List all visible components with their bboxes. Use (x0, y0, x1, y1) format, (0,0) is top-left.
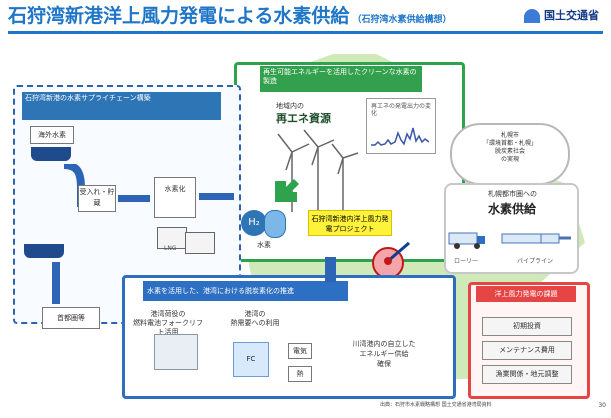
delivery-vehicles-icon (448, 232, 571, 249)
org-logo: 国土交通省 (524, 7, 599, 25)
local-energy-label: 川湾港内の自立した エネルギー供給 確保 (352, 340, 416, 368)
offshore-issues-title: 洋上風力発電の課題 (476, 286, 576, 302)
port-decarbonization-title: 水素を活用した、港湾における脱炭素化の推進 (143, 281, 348, 301)
sapporo-goal-cloud (450, 123, 570, 185)
storage-box: 受入れ・貯蔵 (78, 185, 116, 212)
fuel-cell-label: FC (246, 355, 256, 363)
hydrogen-tank-icon (264, 210, 286, 238)
hydrogen-supply-card (444, 183, 579, 274)
local-resource-title: 再エネ資源 (276, 112, 331, 125)
page-number: 30 (598, 402, 606, 409)
electricity-box: 電気 (288, 343, 312, 359)
local-resource-label: 地域内の (276, 102, 304, 110)
hydrogen-label: 水素 (257, 241, 271, 249)
fc-use-label: 港湾荷役の 燃料電池フォークリフト活用 (133, 310, 203, 336)
source-footer: 出典：石狩市水素戦略構想 国土交通省港湾局資料 (380, 402, 492, 408)
sapporo-goal-text: 札幌市 「環境首都・札幌」 脱炭素社会 の実現 (482, 132, 537, 163)
pipeline-label: パイプライン (517, 258, 554, 265)
down-left-arrow-icon (275, 179, 299, 202)
power-output-chart-line (371, 127, 429, 146)
supply-chain-title: 石狩湾新港の水素サプライチェーン構築 (22, 92, 221, 120)
hydrogen-icon: H₂ (241, 210, 267, 236)
title-text: 石狩湾新港洋上風力発電による水素供給 (8, 5, 350, 27)
fuel-cell-icon: FC (233, 342, 269, 377)
demand-box: 首都圏等 (42, 307, 100, 329)
supply-small-label: 札幌都市圏への (488, 190, 537, 198)
hydrogen-generation-box: 水素化 (154, 177, 196, 218)
issue-initial-investment: 初期投資 (482, 317, 572, 336)
org-name: 国土交通省 (544, 9, 599, 22)
lng-tank-2 (185, 232, 215, 254)
left-arrow-hydrogen (199, 193, 234, 200)
power-output-chart-label: 再エネの発電出力の変化 (371, 103, 432, 117)
issue-maintenance: メンテナンス費用 (482, 341, 572, 360)
forklift-icon (154, 334, 198, 370)
offshore-project-label: 石狩湾新港内洋上風力発電プロジェクト (308, 210, 392, 236)
issue-fishery-coordination: 漁業関係・地元調整 (482, 365, 572, 384)
supply-title: 水素供給 (488, 202, 537, 216)
offshore-site-icon (372, 241, 410, 279)
truck-label: ローリー (454, 258, 479, 265)
overseas-hydrogen-box: 海外水素 (30, 126, 74, 144)
export-ship-icon (24, 244, 64, 258)
logo-icon (524, 9, 540, 23)
title-divider (8, 31, 603, 34)
ship-icon (31, 147, 71, 161)
lng-label: LNG (164, 245, 177, 252)
heat-box: 熱 (288, 366, 312, 382)
subtitle-text: （石狩湾水素供給構想） (352, 15, 452, 25)
page-title: 石狩湾新港洋上風力発電による水素供給（石狩湾水素供給構想） (8, 2, 452, 30)
main-down-arrow (325, 257, 336, 282)
down-arrow (52, 262, 60, 304)
power-output-chart: 再エネの発電出力の変化 (366, 98, 436, 154)
left-arrow-main (118, 195, 150, 202)
cogeneration-label: 港湾の 熱需要への利用 (230, 310, 280, 327)
production-panel-title: 再生可能エネルギーを活用したクリーンな水素の製造 (260, 66, 422, 92)
